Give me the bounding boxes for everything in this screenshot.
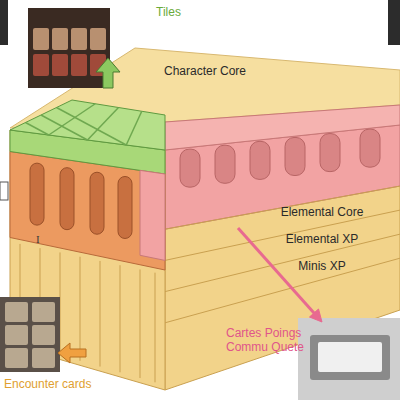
tray-slot [320,134,340,172]
card-slot [118,176,132,238]
pink-tray-edge [140,170,165,260]
card-divider [120,265,121,372]
tray-grid [126,111,142,145]
tile-cell [71,28,87,50]
layer-band: Minis XP [262,259,382,273]
layer-name: Elemental XP [262,232,382,246]
green-tray-top [10,100,165,150]
card-cell [5,325,28,345]
tray-grid [49,104,96,135]
quest-box [310,335,390,380]
left-face [10,130,165,390]
quest-cards [318,342,382,372]
card-cell [32,325,55,345]
layer-line [165,186,400,229]
layer-name: Character Core [140,64,270,78]
layer-line [165,258,400,323]
card-cell [5,302,28,322]
orange-arrow [58,343,86,363]
tray-slot [215,145,235,183]
layer-band: Elemental XP [262,232,382,246]
card-cell [5,348,28,368]
tile-cell [52,54,68,76]
encounter-photo [0,297,60,372]
tiles-photo [28,8,110,88]
tray-slot [180,149,200,187]
layer-band: Elemental Core [262,205,382,219]
tile-cell [33,54,49,76]
tile-cell [71,54,87,76]
tile-cell [90,28,106,50]
corner-photo [388,0,400,45]
tray-grid [57,108,127,146]
layer-name: Minis XP [262,259,382,273]
tray-slot [250,141,270,179]
green-arrow [96,58,120,88]
tray-number: I [36,232,50,246]
quest-photo [298,318,400,400]
photo-caption: Encounter cards [4,377,114,391]
card-divider [140,269,141,378]
pink-arrowhead [310,309,323,322]
tray-grid [88,108,119,141]
card-slot [90,172,104,234]
right-face [165,125,400,390]
tray-slot [360,129,380,167]
card-slot [30,163,44,225]
tile-cell [52,28,68,50]
card-slot [60,168,74,230]
card-divider [100,261,101,367]
card-cell [32,348,55,368]
card-divider [80,257,81,361]
card-cell [32,302,55,322]
layer-band: Character Core [140,64,270,78]
card-divider [155,273,156,383]
edge-box [0,182,8,200]
photo-caption: Tiles [156,5,216,19]
layer-line [165,234,400,291]
tray-slot [285,137,305,175]
corner-photo [0,0,8,45]
layer-name: Elemental Core [262,205,382,219]
callout-label: Cartes Poings Commu Quete [226,326,322,354]
tray-grid [26,123,49,136]
tile-cell [33,28,49,50]
tray-grid [41,115,88,140]
